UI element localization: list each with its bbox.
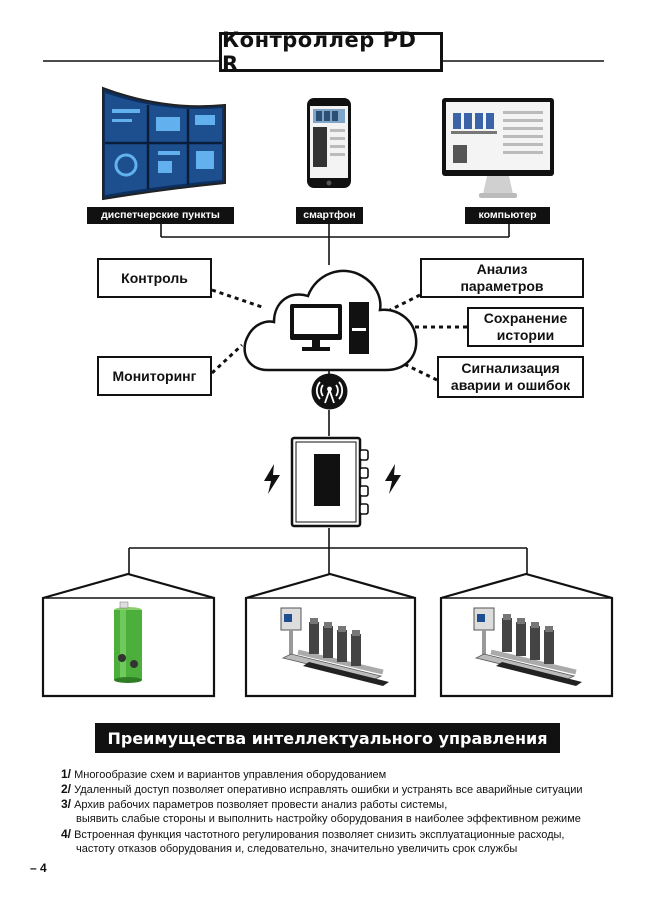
equipment-house-1 xyxy=(41,572,216,698)
equipment-house-2 xyxy=(244,572,417,698)
advantage-text: Архив рабочих параметров позволяет прове… xyxy=(74,799,448,811)
advantage-number: 1/ xyxy=(61,767,72,781)
advantage-item-4: 4/ Встроенная функция частотного регулир… xyxy=(61,827,564,856)
advantage-number: 4/ xyxy=(61,827,72,841)
function-control: Контроль xyxy=(97,258,212,298)
page-number-value: 4 xyxy=(40,861,47,875)
advantage-item-3: 3/ Архив рабочих параметров позволяет пр… xyxy=(61,797,581,826)
function-analysis: Анализ параметров xyxy=(420,258,584,298)
advantage-number: 2/ xyxy=(61,782,72,796)
function-history-line1: Сохранение xyxy=(483,310,568,326)
device-label-computer: компьютер xyxy=(465,207,550,224)
desktop-computer-icon xyxy=(442,98,554,198)
function-alarm-line2: аварии и ошибок xyxy=(450,377,571,393)
advantages-heading: Преимущества интеллектуального управлени… xyxy=(95,723,560,753)
advantage-number: 3/ xyxy=(61,797,72,811)
equipment-house-3 xyxy=(439,572,614,698)
function-history-line2: истории xyxy=(496,327,555,343)
advantage-text-cont: частоту отказов оборудования и, следоват… xyxy=(76,843,518,855)
advantage-item-2: 2/ Удаленный доступ позволяет оперативно… xyxy=(61,782,583,797)
booster-pump-set-icon xyxy=(280,607,389,686)
booster-pump-set-icon xyxy=(473,607,582,686)
advantage-text: Встроенная функция частотного регулирова… xyxy=(74,829,565,841)
function-analysis-line1: Анализ xyxy=(476,261,528,277)
function-history: Сохранение истории xyxy=(467,307,584,347)
wireless-antenna-icon xyxy=(311,373,348,410)
page-number-dash: – xyxy=(30,861,37,875)
lightning-right-icon xyxy=(385,464,401,494)
advantage-text: Удаленный доступ позволяет оперативно ис… xyxy=(74,784,583,796)
device-label-dispatch: диспетчерские пункты xyxy=(87,207,234,224)
function-analysis-line2: параметров xyxy=(460,278,544,294)
function-alarm: Сигнализация аварии и ошибок xyxy=(437,356,584,398)
advantage-text: Многообразие схем и вариантов управления… xyxy=(74,769,387,781)
page-number: – 4 xyxy=(30,861,47,875)
smartphone-icon xyxy=(307,98,351,188)
function-monitoring: Мониторинг xyxy=(97,356,212,396)
page-title: Контроллер PD R xyxy=(219,28,443,76)
lightning-left-icon xyxy=(264,464,280,494)
advantage-text-cont: выявить слабые стороны и выполнить настр… xyxy=(76,813,581,825)
advantage-item-1: 1/ Многообразие схем и вариантов управле… xyxy=(61,767,386,782)
pd-r-controller-icon xyxy=(290,436,369,528)
device-label-smartphone: смартфон xyxy=(296,207,363,224)
cloud-server-icon xyxy=(243,269,418,372)
function-alarm-line1: Сигнализация xyxy=(461,360,560,376)
control-room-monitor-wall-icon xyxy=(102,86,226,201)
